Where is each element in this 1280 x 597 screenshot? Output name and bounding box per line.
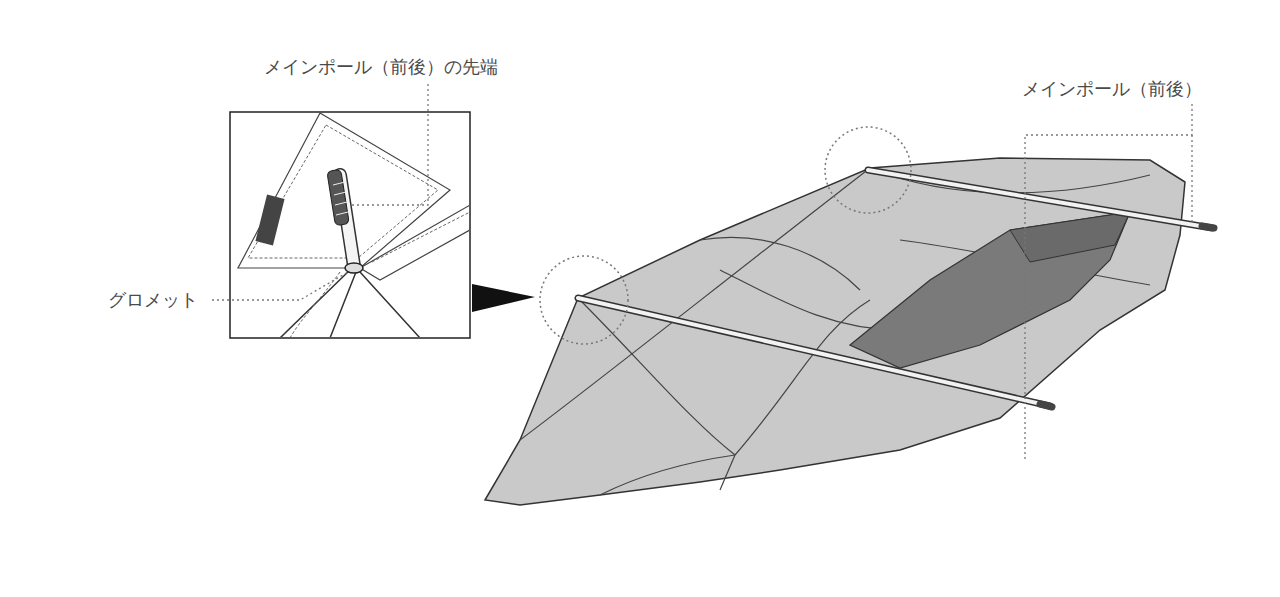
main-pole: [578, 298, 1052, 407]
pointer-triangle: [472, 284, 535, 312]
part-label: メインポール（前後）の先端: [262, 56, 500, 78]
detail-circle: [825, 127, 911, 213]
tent-seams: [520, 168, 1150, 495]
main-pole: [868, 170, 1214, 228]
detail-inset: [230, 112, 470, 338]
part-label: グロメット: [106, 289, 200, 311]
mesh-panel: [850, 212, 1130, 368]
detail-circle: [540, 256, 628, 344]
tent-fly: [485, 158, 1185, 505]
leader-line: [212, 84, 1192, 462]
part-label: メインポール（前後）: [1020, 78, 1204, 100]
mesh-panel: [1010, 212, 1130, 262]
